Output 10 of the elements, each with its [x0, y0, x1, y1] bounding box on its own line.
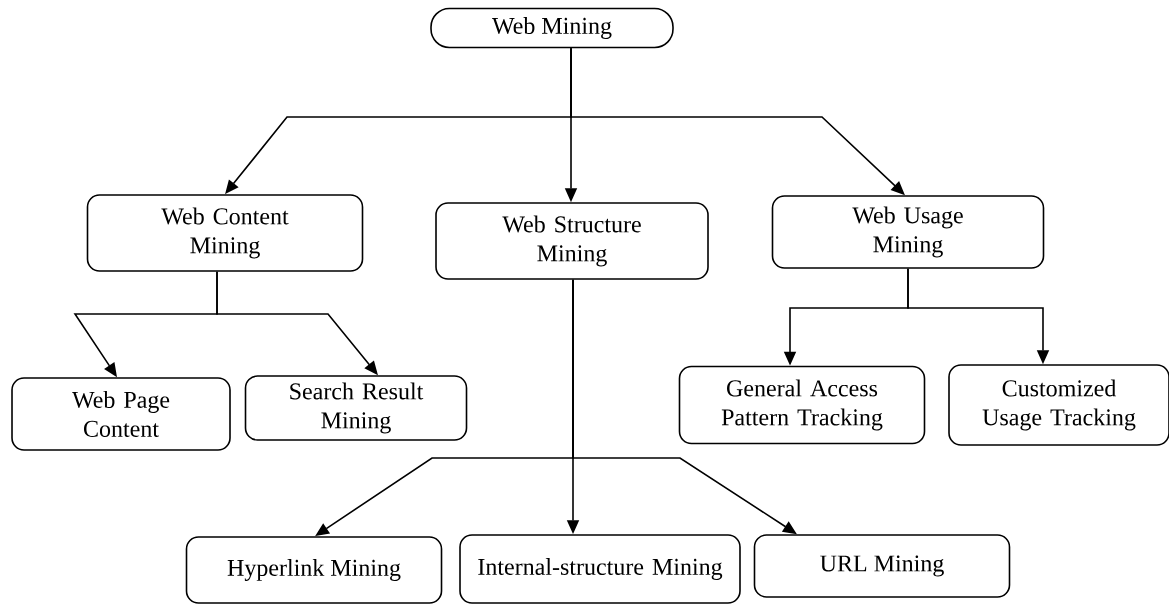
process-box: Hyperlink Mining — [185, 536, 443, 604]
process-box: Web Structure Mining — [435, 202, 709, 280]
process-box: Search Result Mining — [244, 375, 468, 441]
process-box: General Access Pattern Tracking — [678, 365, 926, 445]
process-box: Web Usage Mining — [771, 195, 1045, 269]
process-box: Customized Usage Tracking — [948, 364, 1169, 446]
process-box: Web Page Content — [11, 377, 231, 451]
process-box: URL Mining — [753, 534, 1011, 598]
process-box: Web Content Mining — [86, 194, 364, 272]
process-box: Internal-structure Mining — [459, 534, 741, 604]
